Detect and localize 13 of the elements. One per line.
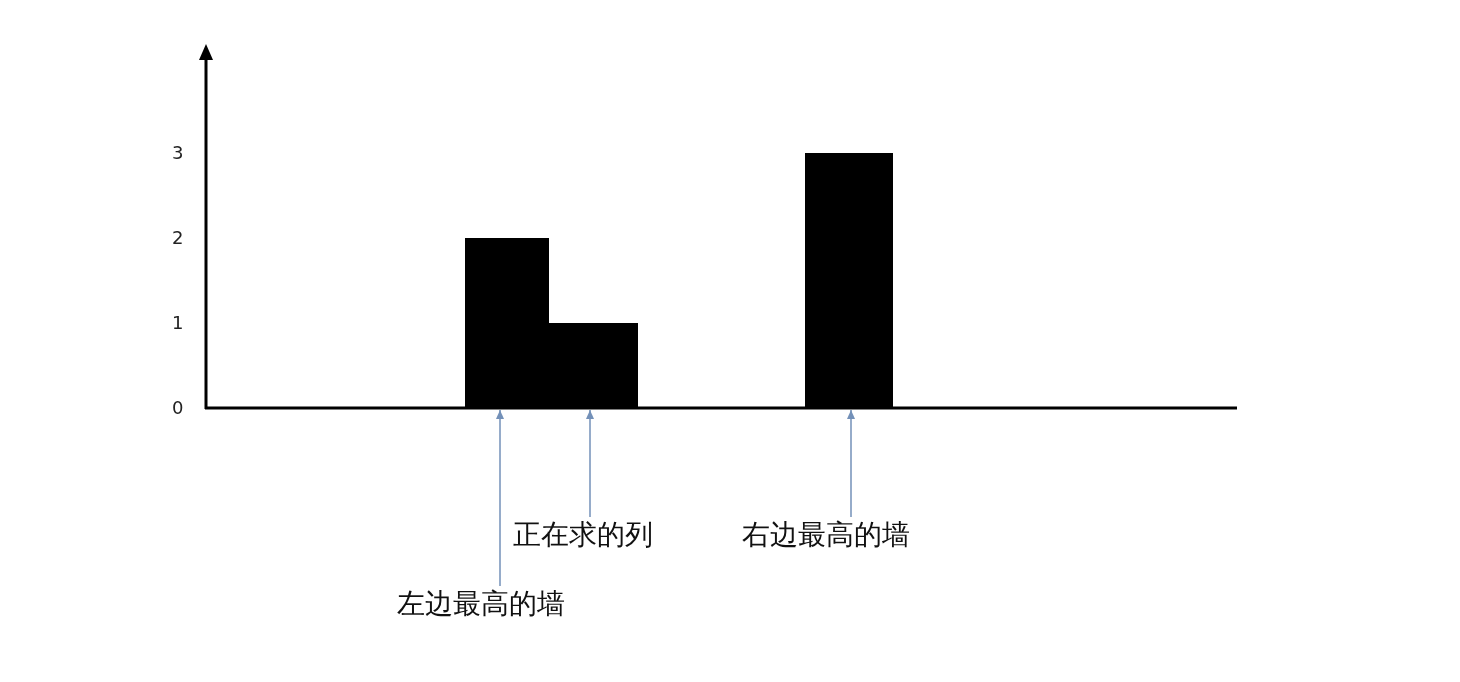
annotation-label: 左边最高的墙 — [397, 586, 565, 622]
axis-tick-label: 0 — [172, 397, 184, 419]
bar — [805, 153, 893, 408]
annotation-label: 正在求的列 — [513, 517, 653, 553]
annotation-label: 右边最高的墙 — [742, 517, 910, 553]
leader-arrow — [847, 409, 855, 518]
axis-tick-label: 1 — [172, 312, 184, 334]
bar — [548, 323, 638, 408]
leader-arrow — [496, 409, 504, 587]
leader-arrow — [586, 409, 594, 518]
bar — [465, 238, 549, 408]
axis-tick-label: 3 — [172, 142, 184, 164]
axis-tick-label: 2 — [172, 227, 184, 249]
